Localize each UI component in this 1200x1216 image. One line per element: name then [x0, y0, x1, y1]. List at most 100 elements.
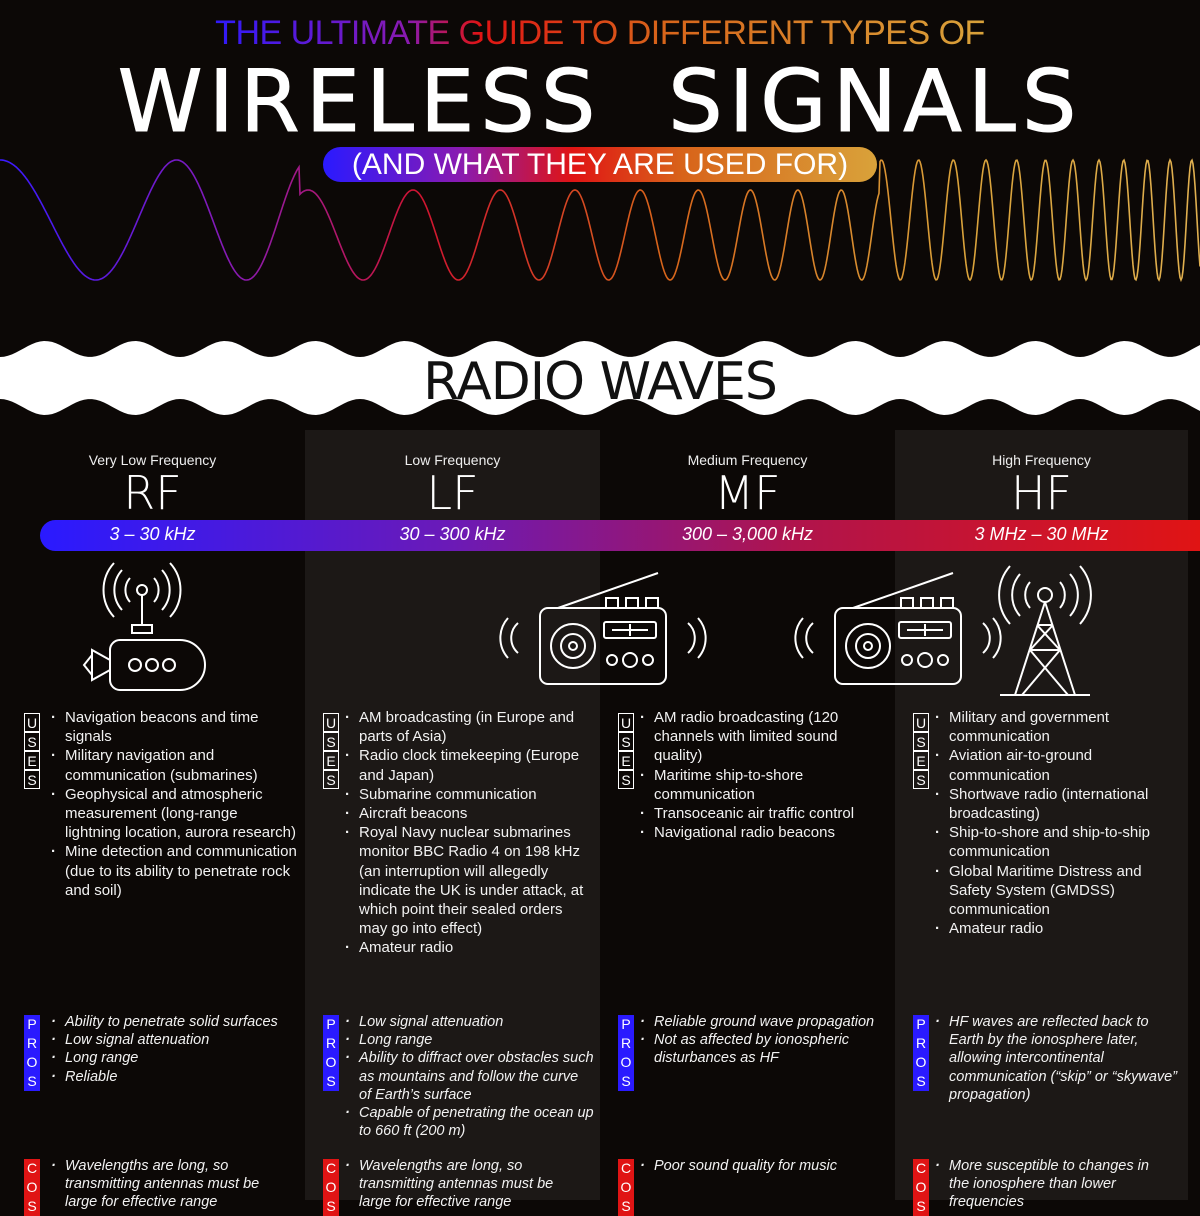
pros-item: Not as affected by ionospheric disturban… — [640, 1031, 889, 1067]
cons-list: Poor sound quality for music — [640, 1157, 873, 1175]
pros-item: HF waves are reflected back to Earth by … — [935, 1013, 1182, 1104]
uses-list: Military and government communicationAvi… — [935, 708, 1180, 939]
pros-label-letter: O — [323, 1053, 339, 1072]
pros-label-letter: S — [323, 1072, 339, 1091]
pros-item: Low signal attenuation — [345, 1013, 594, 1031]
pros-label-letter: P — [913, 1015, 929, 1034]
cons-label-letter: C — [24, 1159, 40, 1178]
pros-item: Long range — [345, 1031, 594, 1049]
submarine-icon — [80, 560, 210, 695]
uses-label-letter: E — [913, 751, 929, 770]
pros-label-letter: S — [24, 1072, 40, 1091]
frequency-range: 3 – 30 kHz — [109, 524, 196, 544]
cons-item: Wavelengths are long, so transmitting an… — [345, 1157, 578, 1212]
band-abbreviation: MF — [714, 466, 781, 520]
radio-icon — [478, 568, 728, 688]
cons-label-letter: O — [323, 1178, 339, 1197]
pros-list: Low signal attenuationLong rangeAbility … — [345, 1013, 594, 1140]
subtitle-pill: (AND WHAT THEY ARE USED FOR) — [323, 147, 877, 182]
uses-list: Navigation beacons and time signalsMilit… — [51, 708, 297, 900]
cons-list: Wavelengths are long, so transmitting an… — [51, 1157, 283, 1212]
frequency-range: 300 – 3,000 kHz — [681, 524, 814, 544]
uses-label-letter: S — [618, 770, 634, 789]
frequency-bar — [40, 520, 1200, 551]
cons-label-letter: C — [323, 1159, 339, 1178]
radio-tower-icon — [980, 560, 1110, 700]
pros-list: Ability to penetrate solid surfacesLow s… — [51, 1013, 299, 1086]
pros-item: Reliable — [51, 1068, 299, 1086]
band-abbreviation: LF — [426, 466, 479, 520]
uses-item: AM broadcasting (in Europe and parts of … — [345, 708, 592, 746]
uses-label-letter: S — [24, 732, 40, 751]
frequency-range: 30 – 300 kHz — [399, 524, 506, 544]
cons-label-letter: O — [618, 1178, 634, 1197]
uses-label-letter: U — [24, 713, 40, 732]
uses-label-letter: U — [323, 713, 339, 732]
uses-label-letter: S — [913, 732, 929, 751]
uses-label-letter: E — [24, 751, 40, 770]
cons-list: Wavelengths are long, so transmitting an… — [345, 1157, 578, 1212]
pros-label-letter: O — [618, 1053, 634, 1072]
uses-label-letter: S — [323, 732, 339, 751]
uses-label-letter: S — [913, 770, 929, 789]
kicker-title: THE ULTIMATE GUIDE TO DIFFERENT TYPES OF — [0, 14, 1200, 53]
pros-item: Ability to diffract over obstacles such … — [345, 1049, 594, 1104]
uses-item: Military navigation and communication (s… — [51, 746, 297, 784]
uses-label-letter: U — [618, 713, 634, 732]
band-name: High Frequency — [992, 452, 1091, 468]
band-abbreviation: HF — [1010, 466, 1073, 520]
band-name: Low Frequency — [404, 452, 501, 468]
wave-illustration — [0, 157, 1200, 283]
uses-item: Maritime ship-to-shore communication — [640, 766, 887, 804]
uses-item: Submarine communication — [345, 785, 592, 804]
uses-item: Aviation air-to-ground communication — [935, 746, 1180, 784]
frequency-range: 3 MHz – 30 MHz — [974, 524, 1109, 544]
band-name: Medium Frequency — [687, 452, 808, 468]
pros-item: Reliable ground wave propagation — [640, 1013, 889, 1031]
pros-list: Reliable ground wave propagationNot as a… — [640, 1013, 889, 1068]
section-banner — [0, 341, 1200, 415]
pros-item: Long range — [51, 1049, 299, 1067]
cons-label-letter: O — [913, 1178, 929, 1197]
uses-label-letter: E — [618, 751, 634, 770]
uses-item: Transoceanic air traffic control — [640, 804, 887, 823]
pros-label-letter: P — [618, 1015, 634, 1034]
uses-label-letter: U — [913, 713, 929, 732]
uses-item: Amateur radio — [935, 919, 1180, 938]
cons-label-letter: C — [913, 1159, 929, 1178]
uses-item: Global Maritime Distress and Safety Syst… — [935, 862, 1180, 920]
uses-label-letter: S — [24, 770, 40, 789]
uses-list: AM radio broadcasting (120 channels with… — [640, 708, 887, 843]
uses-item: Shortwave radio (international broadcast… — [935, 785, 1180, 823]
pros-label-letter: O — [913, 1053, 929, 1072]
section-title: RADIO WAVES — [423, 352, 778, 412]
pros-label-letter: R — [618, 1034, 634, 1053]
pros-label-letter: R — [913, 1034, 929, 1053]
uses-item: Ship-to-shore and ship-to-ship communica… — [935, 823, 1180, 861]
pros-label-letter: R — [323, 1034, 339, 1053]
uses-label-letter: S — [618, 732, 634, 751]
pros-label-letter: R — [24, 1034, 40, 1053]
cons-list: More susceptible to changes in the ionos… — [935, 1157, 1166, 1212]
pros-item: Ability to penetrate solid surfaces — [51, 1013, 299, 1031]
pros-label-letter: O — [24, 1053, 40, 1072]
uses-item: Aircraft beacons — [345, 804, 592, 823]
band-name: Very Low Frequency — [88, 452, 217, 468]
uses-label-letter: S — [323, 770, 339, 789]
uses-item: Radio clock timekeeping (Europe and Japa… — [345, 746, 592, 784]
band-abbreviation: RF — [123, 466, 182, 520]
pros-label-letter: S — [618, 1072, 634, 1091]
uses-label-letter: E — [323, 751, 339, 770]
uses-list: AM broadcasting (in Europe and parts of … — [345, 708, 592, 958]
